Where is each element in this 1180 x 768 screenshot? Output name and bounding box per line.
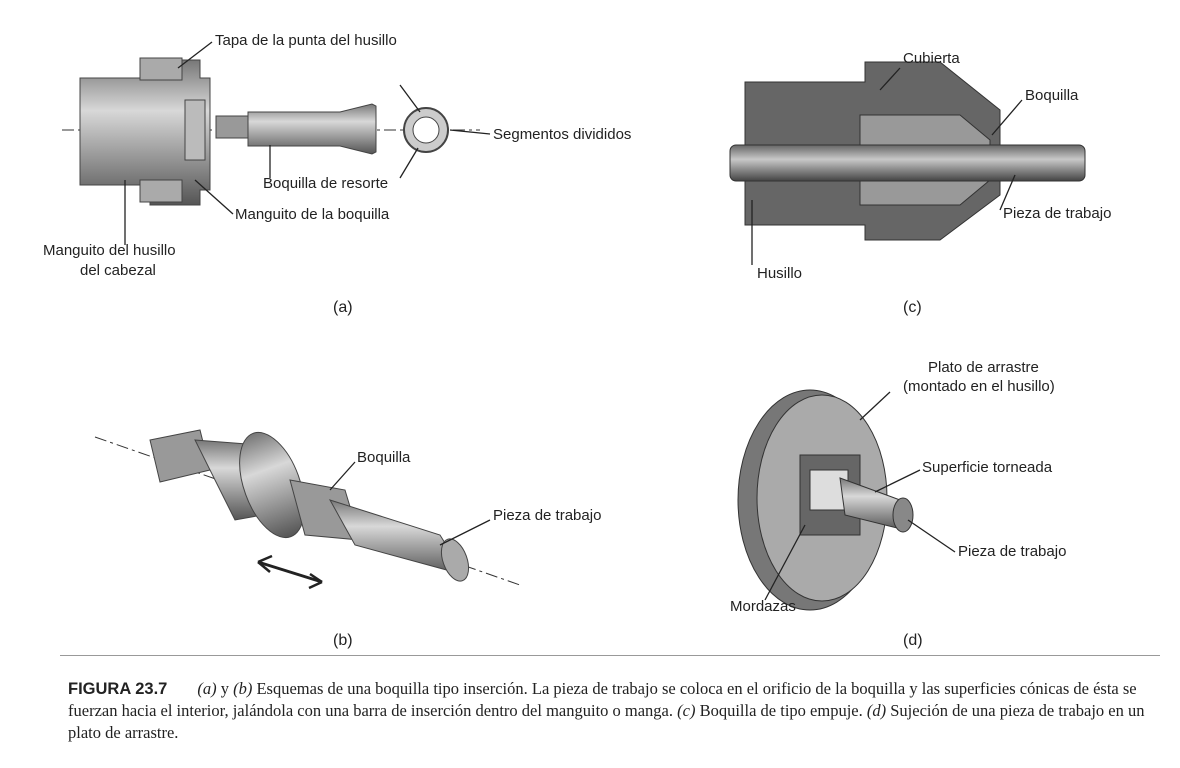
caption-conj: y	[216, 679, 234, 698]
label-spring-collet: Boquilla de resorte	[263, 175, 389, 192]
caption-ref-d: (d)	[866, 701, 887, 720]
label-headstock-spindle-sleeve-2: del cabezal	[80, 262, 156, 279]
panel-c-drawing	[729, 61, 1086, 265]
label-jaws: Mordazas	[730, 598, 796, 615]
figure-drawings	[62, 41, 1086, 611]
figure-caption: FIGURA 23.7 (a) y (b) Esquemas de una boq…	[68, 678, 1148, 744]
caption-text-2: Boquilla de tipo empuje.	[695, 701, 867, 720]
label-headstock-spindle-sleeve-1: Manguito del husillo	[43, 242, 176, 259]
label-collet-c: Boquilla	[1025, 87, 1079, 104]
label-faceplate-1: Plato de arrastre	[928, 359, 1039, 376]
label-collet-sleeve: Manguito de la boquilla	[235, 206, 390, 223]
label-faceplate-2: (montado en el husillo)	[903, 378, 1055, 395]
label-workpiece-c: Pieza de trabajo	[1003, 205, 1112, 222]
panel-c-tag: (c)	[903, 299, 922, 316]
caption-text-3: Sujeción de una pieza de trabajo en un p…	[68, 701, 1145, 742]
label-spindle-nose-cap: Tapa de la punta del husillo	[215, 32, 397, 49]
label-workpiece-d: Pieza de trabajo	[958, 543, 1067, 560]
caption-divider	[60, 655, 1160, 656]
label-split-segments: Segmentos divididos	[493, 126, 632, 143]
panel-d-drawing	[737, 389, 956, 611]
label-turned-surface: Superficie torneada	[922, 459, 1053, 476]
caption-ref-b: (b)	[233, 679, 253, 698]
caption-ref-a: (a)	[197, 679, 217, 698]
panel-b-tag: (b)	[333, 632, 353, 649]
label-spindle: Husillo	[757, 265, 803, 282]
label-collet-b: Boquilla	[357, 449, 411, 466]
panel-a-tag: (a)	[333, 299, 353, 316]
figure-number: FIGURA 23.7	[68, 680, 168, 698]
caption-ref-c: (c)	[677, 701, 696, 720]
label-cover: Cubierta	[903, 50, 960, 67]
caption-text-1: Esquemas de una boquilla tipo inserción.…	[68, 679, 1137, 720]
panel-d-tag: (d)	[903, 632, 923, 649]
panel-b-drawing	[94, 429, 521, 590]
panel-a-drawing	[62, 41, 491, 245]
label-workpiece-b: Pieza de trabajo	[493, 507, 602, 524]
